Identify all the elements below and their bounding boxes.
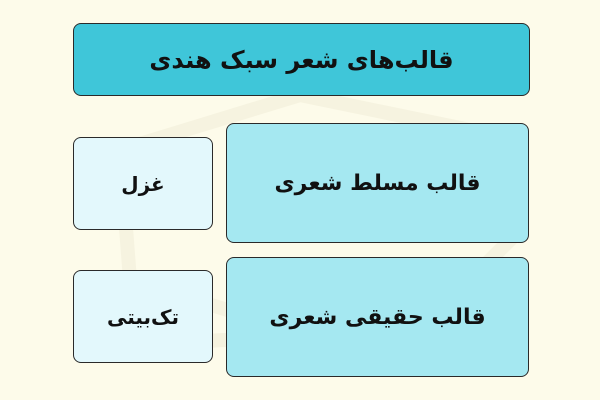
main-node-dominant-form: قالب مسلط شعری [226, 123, 529, 243]
side-node-single-couplet: تک‌بیتی [73, 270, 213, 363]
main-node-true-form: قالب حقیقی شعری [226, 257, 529, 377]
side-node-label: غزل [121, 171, 165, 196]
main-node-label: قالب حقیقی شعری [269, 304, 486, 330]
diagram-title: قالب‌های شعر سبک هندی [73, 23, 530, 96]
diagram-title-text: قالب‌های شعر سبک هندی [149, 45, 454, 74]
side-node-ghazal: غزل [73, 137, 213, 230]
main-node-label: قالب مسلط شعری [274, 170, 481, 196]
side-node-label: تک‌بیتی [106, 304, 180, 329]
